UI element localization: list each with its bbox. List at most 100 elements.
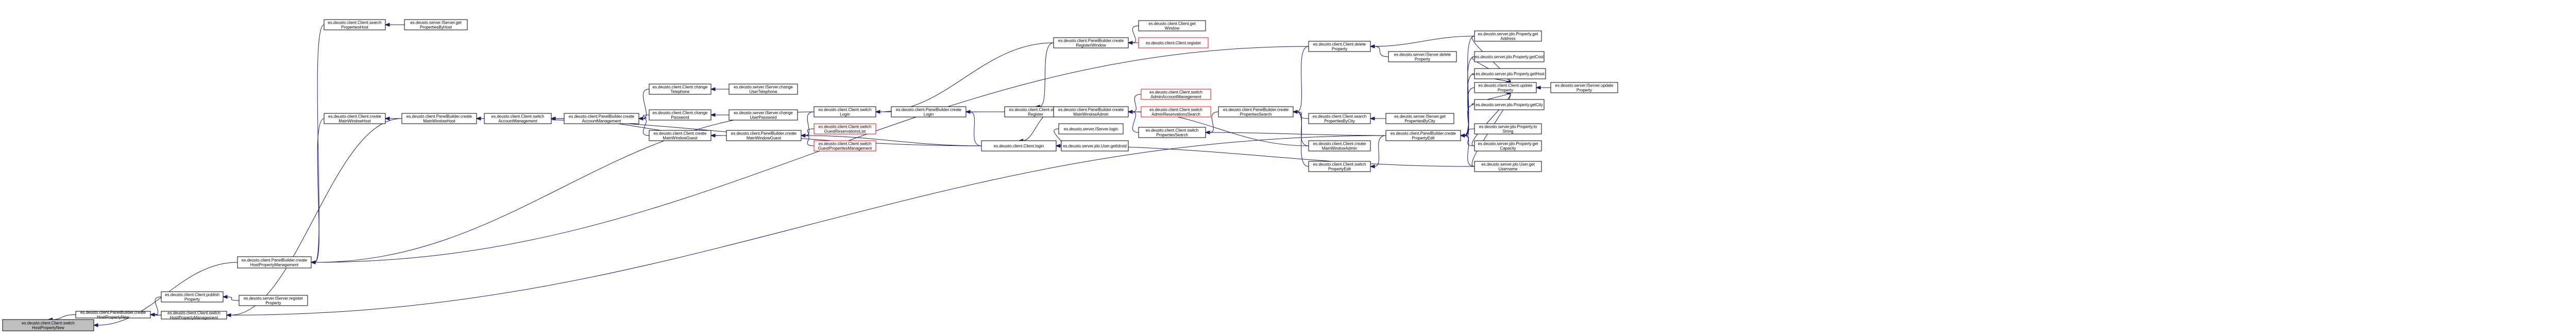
node-pb_mwh[interactable]: es.deusto.client.PanelBuilder.createMain… xyxy=(401,113,477,124)
node-box xyxy=(564,113,639,124)
node-label: es.deusto.server.IServer.login xyxy=(1064,127,1118,131)
node-pb_mwg[interactable]: es.deusto.client.PanelBuilder.createMain… xyxy=(726,130,802,141)
node-label: MainWindowAdmin xyxy=(1073,112,1108,117)
node-label: es.deusto.client.Client.delete xyxy=(1313,42,1366,47)
node-label: es.deusto.client.PanelBuilder.create xyxy=(1391,131,1456,136)
node-box xyxy=(1061,140,1129,152)
arrow-head-icon xyxy=(226,313,231,317)
node-sw_aam[interactable]: es.deusto.client.Client.switchAdminAccou… xyxy=(1141,89,1211,100)
arrow-head-icon xyxy=(638,116,643,121)
node-ser_props_host[interactable]: es.deusto.server.IServer.getPropertiesBy… xyxy=(404,19,468,30)
edge-line xyxy=(1464,73,1475,136)
node-label: es.deusto.server.IServer.change xyxy=(734,85,793,90)
edge-u_getuser-to-pb_pe xyxy=(1460,133,1475,167)
node-create_mwg[interactable]: es.deusto.client.Client.createMainWindow… xyxy=(649,130,711,141)
node-sw_ps[interactable]: es.deusto.client.Client.switchProperties… xyxy=(1138,127,1206,138)
edge-sw_pe-to-pb_ps xyxy=(1292,110,1309,167)
node-box xyxy=(75,311,151,319)
arrow-head-icon xyxy=(476,116,481,121)
node-pb_login[interactable]: es.deusto.client.PanelBuilder.createLogi… xyxy=(891,106,967,118)
node-pb_ps[interactable]: es.deusto.client.PanelBuilder.createProp… xyxy=(1218,106,1294,118)
node-label: es.deusto.server.IServer.get xyxy=(1394,114,1446,119)
node-login[interactable]: es.deusto.client.Client.login xyxy=(981,140,1057,152)
edge-pb_regwin-to-sw_login xyxy=(875,42,1054,114)
node-label: es.deusto.client.Client.login xyxy=(994,144,1044,148)
node-sw_acct[interactable]: es.deusto.client.Client.switchAccountMan… xyxy=(484,113,552,124)
edge-login-to-pb_login xyxy=(965,110,982,146)
node-pb_acct[interactable]: es.deusto.client.PanelBuilder.createAcco… xyxy=(564,113,639,124)
node-label: Property xyxy=(1498,88,1513,93)
node-sw_hpm[interactable]: es.deusto.client.Client.switchHostProper… xyxy=(161,311,227,320)
node-ser_login[interactable]: es.deusto.server.IServer.login xyxy=(1058,123,1124,135)
edge-line xyxy=(804,135,815,146)
node-label: es.deusto.client.Client.publish xyxy=(165,293,219,297)
node-label: MainWindowGuest xyxy=(663,136,698,141)
node-p_getcap[interactable]: es.deusto.server.jdo.Property.getCapacit… xyxy=(1474,140,1542,152)
node-label: PropertiesByCity xyxy=(1324,119,1355,124)
node-p_gethost[interactable]: es.deusto.server.jdo.Property.getHost xyxy=(1474,68,1546,79)
node-pb_mwa[interactable]: es.deusto.client.PanelBuilder.createMain… xyxy=(1053,106,1129,118)
node-pb_hpm[interactable]: es.deusto.client.PanelBuilder.createHost… xyxy=(237,256,312,269)
node-label: PropertiesHost xyxy=(341,25,369,30)
node-search_host[interactable]: es.deusto.client.Client.searchProperties… xyxy=(324,19,386,30)
arrow-head-icon xyxy=(310,260,316,264)
node-box xyxy=(1308,41,1371,52)
edge-sw_register-to-pb_login xyxy=(965,110,1005,114)
node-ser_props_city[interactable]: es.deusto.server.IServer.getPropertiesBy… xyxy=(1385,113,1454,124)
node-user_getid[interactable]: es.deusto.server.jdo.User.getIdroid xyxy=(1061,140,1129,152)
node-create_mwh[interactable]: es.deusto.client.Client.createMainWindow… xyxy=(324,113,386,124)
node-label: RegisterWindow xyxy=(1076,43,1106,48)
edge-line xyxy=(1374,36,1475,47)
arrow-head-icon xyxy=(965,110,971,114)
node-label: es.deusto.server.jdo.Property.get xyxy=(1478,142,1539,146)
node-sw_pe[interactable]: es.deusto.client.Client.switchPropertyEd… xyxy=(1308,161,1371,172)
node-pb_hpn[interactable]: es.deusto.client.PanelBuilder.createHost… xyxy=(75,310,151,320)
node-label: Property xyxy=(184,297,200,302)
node-label: es.deusto.client.PanelBuilder.create xyxy=(731,131,797,136)
edge-publish-to-pb_hpn xyxy=(149,296,162,317)
node-label: es.deusto.client.Client.register xyxy=(1146,41,1201,45)
node-label: PropertyEdit xyxy=(1412,136,1435,141)
node-label: Password xyxy=(671,115,689,120)
node-box xyxy=(1474,51,1545,62)
node-create_mwa[interactable]: es.deusto.client.Client.createMainWindow… xyxy=(1308,140,1371,152)
arrow-head-icon xyxy=(710,133,716,138)
node-sw_grl[interactable]: es.deusto.client.Client.switchGuestReser… xyxy=(814,123,876,135)
node-ser_chg_tel[interactable]: es.deusto.server.IServer.changeUserTelep… xyxy=(728,83,798,95)
node-register[interactable]: es.deusto.client.Client.register xyxy=(1138,37,1209,48)
node-label: UserTelephone xyxy=(750,90,777,94)
node-label: Capacity xyxy=(1500,146,1516,151)
node-box xyxy=(237,256,312,269)
node-label: Property xyxy=(1332,47,1347,52)
edge-line xyxy=(52,314,76,320)
node-sw_ars[interactable]: es.deusto.client.Client.switchAdminReser… xyxy=(1141,106,1211,118)
node-ser_register[interactable]: es.deusto.server.IServer.registerPropert… xyxy=(239,295,308,306)
edge-line xyxy=(1209,132,1386,136)
node-label: es.deusto.client.Client.switch xyxy=(1313,162,1366,167)
node-label: es.deusto.client.Client.switch xyxy=(819,142,872,146)
node-label: Address xyxy=(1500,37,1515,41)
node-label: String xyxy=(1503,129,1514,134)
node-ser_chg_pwd[interactable]: es.deusto.server.IServer.changeUserPassw… xyxy=(728,109,798,121)
node-sw_gpm[interactable]: es.deusto.client.Client.switchGuestPrope… xyxy=(814,140,876,152)
node-p_getcost[interactable]: es.deusto.server.jdo.Property.getCost xyxy=(1474,51,1545,62)
node-search_city[interactable]: es.deusto.client.Client.searchProperties… xyxy=(1308,113,1371,124)
edge-line xyxy=(1131,94,1142,112)
node-pb_regwin[interactable]: es.deusto.client.PanelBuilder.createRegi… xyxy=(1053,37,1129,48)
node-pb_pe[interactable]: es.deusto.client.PanelBuilder.createProp… xyxy=(1385,130,1461,141)
node-root[interactable]: es.deusto.client.Client.switchHostProper… xyxy=(2,319,94,331)
node-p_getcity[interactable]: es.deusto.server.jdo.Property.getCity xyxy=(1474,99,1545,110)
